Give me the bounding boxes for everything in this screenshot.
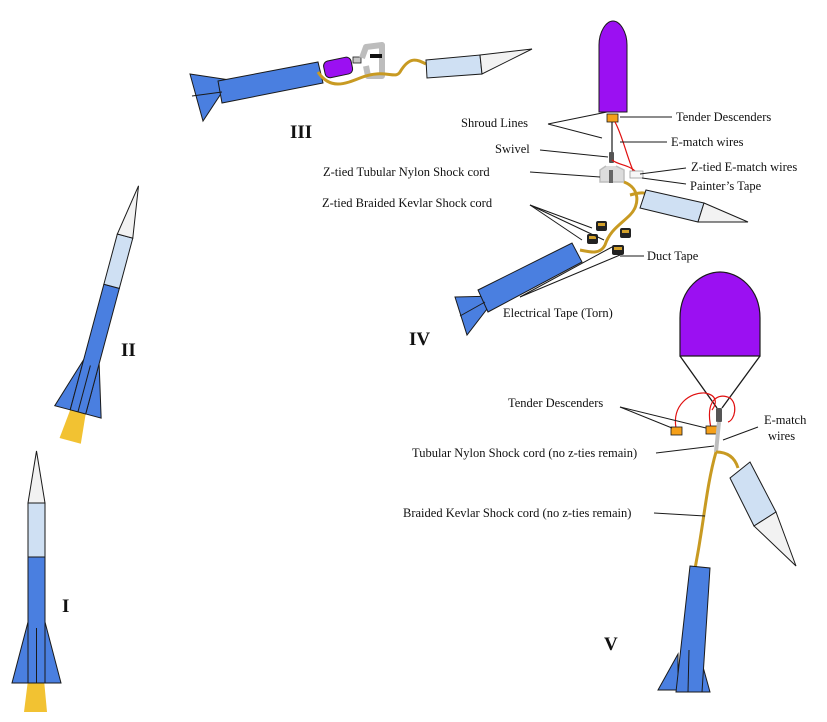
center-fin-line — [191, 91, 223, 97]
rocket-stage-v — [657, 271, 797, 693]
callout-lines-v — [619, 406, 759, 517]
packed-parachute — [598, 20, 628, 113]
tape-band — [370, 54, 382, 58]
tubular-nylon-cord — [714, 421, 721, 453]
rocket-stage-iii — [189, 42, 533, 123]
stage-label-i: I — [62, 596, 69, 617]
shroud-line-left — [679, 355, 718, 409]
payload-section — [27, 502, 46, 558]
label-duct-tape: Duct Tape — [647, 249, 699, 263]
swivel — [716, 408, 722, 422]
label-tubular-v: Tubular Nylon Shock cord (no z-ties rema… — [412, 446, 637, 460]
packed-parachute — [323, 56, 354, 79]
main-parachute — [679, 271, 761, 357]
rocket-stage-ii — [53, 185, 140, 444]
payload-section — [639, 189, 705, 223]
label-ematch-v-line1: E-match — [764, 413, 807, 427]
stage-label-iii: III — [290, 122, 312, 143]
label-ztied-kevlar: Z-tied Braided Kevlar Shock cord — [322, 196, 493, 210]
tubular-nylon-cord — [359, 42, 385, 79]
stage-label-iv: IV — [409, 329, 430, 350]
label-electrical-tape: Electrical Tape (Torn) — [503, 306, 613, 320]
label-ematch-v-line2: wires — [768, 429, 795, 443]
label-shroud-lines: Shroud Lines — [461, 116, 528, 130]
center-fin-line — [459, 301, 486, 317]
fin-right — [44, 621, 62, 684]
label-tender-descenders-v: Tender Descenders — [508, 396, 603, 410]
exhaust-flame — [59, 409, 86, 444]
nose-cone — [697, 202, 749, 223]
ematch-wire-loop-2 — [709, 395, 736, 429]
tender-descender — [606, 113, 619, 123]
rocket-stage-iv — [454, 20, 749, 337]
center-fin-line — [687, 649, 690, 693]
center-fin-line — [77, 365, 91, 413]
tender-descender-1 — [670, 426, 683, 436]
painters-tape — [629, 170, 644, 179]
label-swivel: Swivel — [495, 142, 530, 156]
kevlar-cord — [579, 180, 639, 254]
label-ztied-tubular: Z-tied Tubular Nylon Shock cord — [323, 165, 490, 179]
label-ematch-wires-iv: E-match wires — [671, 135, 744, 149]
exhaust-flame — [24, 680, 47, 712]
fin-left — [11, 621, 29, 684]
kevlar-ztie-bundle — [587, 221, 631, 255]
shroud-line-right — [721, 355, 761, 409]
stage-label-ii: II — [121, 340, 136, 361]
nose-cone — [27, 450, 46, 504]
tender-descender-2 — [705, 425, 718, 435]
body-tube — [217, 61, 324, 104]
label-ztied-ematch: Z-tied E-match wires — [691, 160, 797, 174]
label-tender-descenders-iv: Tender Descenders — [676, 110, 771, 124]
swivel — [352, 56, 362, 64]
fin-left — [657, 652, 679, 691]
nose-cone — [479, 48, 533, 75]
stage-label-v: V — [604, 634, 618, 655]
kevlar-cord — [316, 58, 427, 86]
body-tube — [477, 242, 583, 313]
label-painters-tape: Painter’s Tape — [690, 179, 762, 193]
nose-cone — [116, 185, 140, 239]
payload-section — [425, 54, 483, 79]
label-kevlar-v: Braided Kevlar Shock cord (no z-ties rem… — [403, 506, 631, 520]
rocket-stage-i — [11, 450, 62, 712]
body-tube — [675, 565, 711, 693]
ematch-wire-loop-1 — [674, 392, 716, 429]
nose-cone — [753, 511, 797, 567]
payload-section — [103, 233, 134, 289]
callout-lines-iv — [519, 111, 687, 298]
